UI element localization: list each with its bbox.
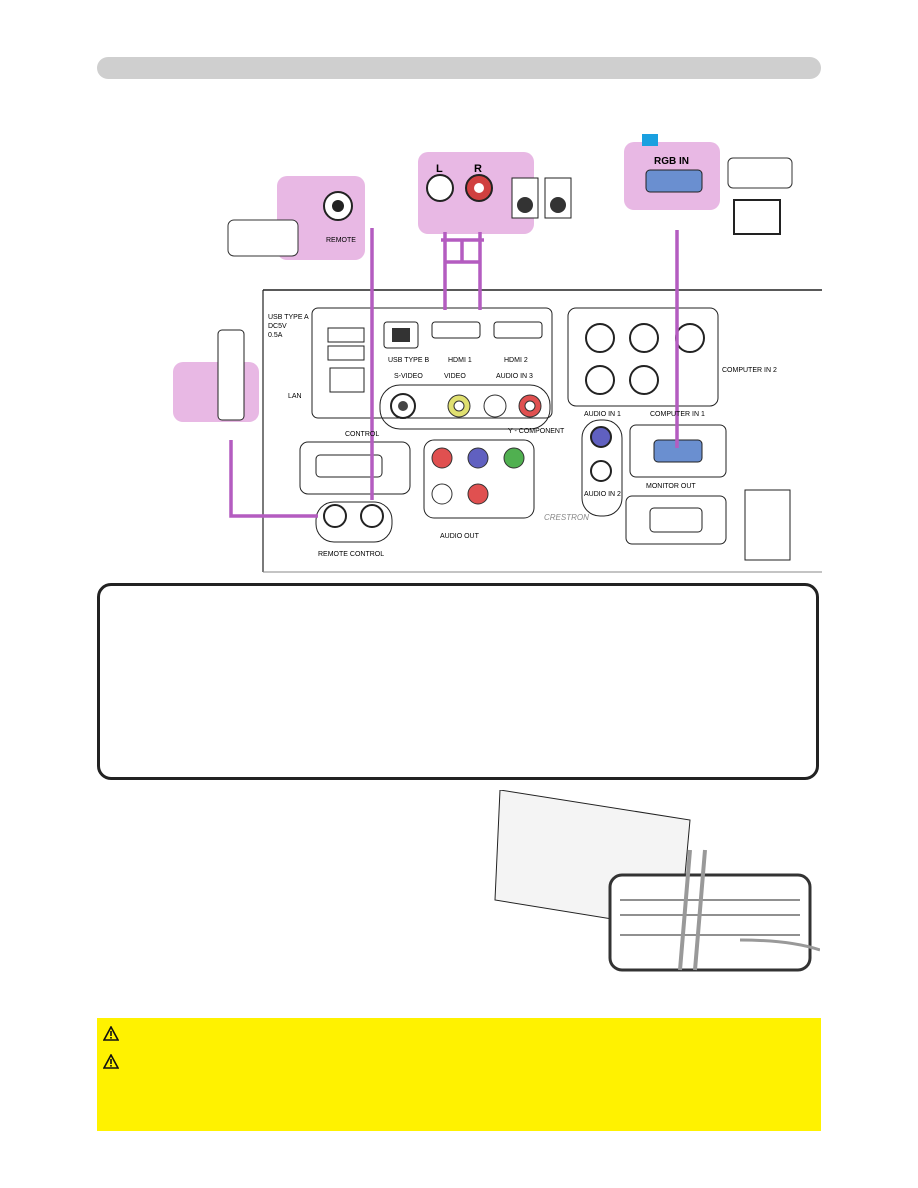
svg-text:AUDIO IN 2: AUDIO IN 2	[584, 491, 621, 498]
svg-text:REMOTE: REMOTE	[326, 237, 356, 244]
svg-text:VIDEO: VIDEO	[444, 373, 466, 380]
svg-text:COMPUTER IN 1: COMPUTER IN 1	[650, 411, 705, 418]
svg-text:CONTROL: CONTROL	[345, 431, 379, 438]
svg-text:DC5V: DC5V	[268, 323, 287, 330]
svg-text:MONITOR OUT: MONITOR OUT	[646, 483, 696, 490]
svg-text:LAN: LAN	[288, 393, 302, 400]
warning-icon	[103, 1026, 119, 1041]
svg-text:USB TYPE A: USB TYPE A	[268, 314, 309, 321]
svg-text:R: R	[474, 163, 482, 175]
svg-text:Y - COMPONENT: Y - COMPONENT	[508, 428, 565, 435]
svg-text:L: L	[436, 163, 443, 175]
section-title-bar	[97, 57, 821, 79]
note-box	[97, 583, 819, 780]
svg-text:AUDIO IN 3: AUDIO IN 3	[496, 373, 533, 380]
svg-text:HDMI 2: HDMI 2	[504, 357, 528, 364]
svg-text:USB TYPE B: USB TYPE B	[388, 357, 429, 364]
svg-text:S-VIDEO: S-VIDEO	[394, 373, 423, 380]
svg-text:HDMI 1: HDMI 1	[448, 357, 472, 364]
warning-icon	[103, 1054, 119, 1069]
cable-clamp-illustration	[494, 790, 820, 972]
connection-diagram: USB TYPE A DC5V 0.5A LAN USB TYPE B HDMI…	[173, 134, 822, 573]
svg-text:0.5A: 0.5A	[268, 332, 283, 339]
svg-text:AUDIO OUT: AUDIO OUT	[440, 533, 480, 540]
svg-text:CRESTRON: CRESTRON	[544, 513, 589, 522]
svg-text:AUDIO IN 1: AUDIO IN 1	[584, 411, 621, 418]
caution-box	[97, 1018, 821, 1131]
svg-text:REMOTE CONTROL: REMOTE CONTROL	[318, 551, 384, 558]
svg-text:RGB IN: RGB IN	[654, 156, 689, 167]
svg-text:COMPUTER IN 2: COMPUTER IN 2	[722, 367, 777, 374]
